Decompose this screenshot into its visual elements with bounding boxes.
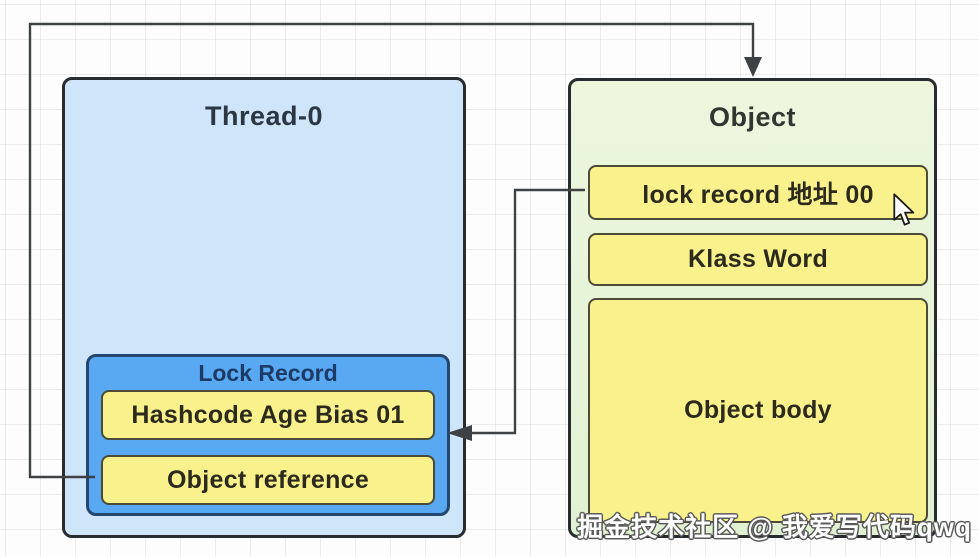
mouse-cursor-icon (893, 193, 915, 226)
lock-record-address-label: lock record 地址 00 (642, 180, 874, 209)
klass-word-label: Klass Word (687, 245, 829, 273)
object-reference-label: Object reference (166, 465, 370, 494)
object-box: Object lock record 地址 00 Klass Word Obje… (568, 78, 937, 538)
lock-record-address-cell: lock record 地址 00 (588, 165, 928, 220)
object-title: Object (708, 102, 797, 132)
object-body-label: Object body (684, 396, 832, 424)
connector-lock-record-address-to-lock-record (447, 188, 585, 441)
thread-0-title: Thread-0 (204, 101, 324, 131)
hashcode-age-bias-label: Hashcode Age Bias 01 (131, 400, 405, 429)
object-reference-cell: Object reference (101, 455, 435, 505)
lock-record-title: Lock Record (198, 360, 338, 386)
klass-word-cell: Klass Word (588, 233, 928, 286)
watermark-text: 掘金技术社区 @ 我爱写代码qwq (577, 512, 972, 542)
hashcode-age-bias-cell: Hashcode Age Bias 01 (101, 390, 435, 440)
thread-0-box: Thread-0 Lock Record Hashcode Age Bias 0… (62, 77, 466, 538)
lock-record-box: Lock Record Hashcode Age Bias 01 Object … (86, 354, 450, 516)
object-body-cell: Object body (588, 298, 928, 523)
